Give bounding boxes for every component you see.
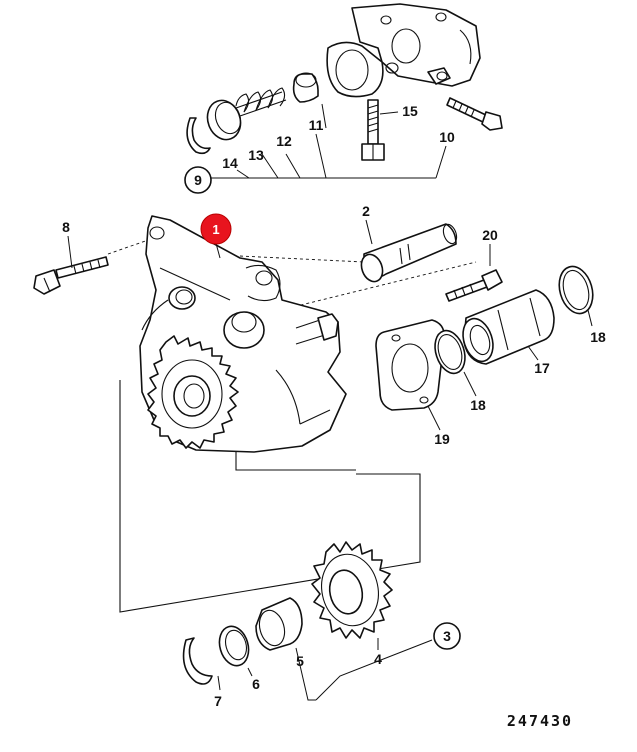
callout-11: 11: [309, 117, 324, 133]
callout-1[interactable]: 1: [212, 222, 219, 237]
callout-4: 4: [374, 651, 382, 667]
callout-13: 13: [248, 147, 264, 163]
callout-3: 3: [443, 628, 451, 644]
callout-19: 19: [434, 431, 450, 447]
gasket-19[interactable]: [375, 319, 446, 411]
highlighted-part-marker[interactable]: [200, 213, 232, 245]
pump-gear[interactable]: [147, 335, 239, 449]
o-ring-18-lower[interactable]: [430, 327, 470, 377]
callout-15: 15: [402, 103, 418, 119]
callout-18-lower: 18: [470, 397, 486, 413]
plunger-11[interactable]: [292, 72, 319, 103]
callout-9: 9: [194, 172, 202, 188]
bolt-20[interactable]: [445, 269, 503, 302]
bolt-8[interactable]: [33, 256, 109, 295]
callout-20: 20: [482, 227, 498, 243]
drawing-reference-number: 247430: [507, 712, 573, 730]
shaft-2[interactable]: [358, 223, 459, 285]
sleeve-17[interactable]: [458, 289, 555, 365]
callout-7: 7: [214, 693, 222, 709]
callout-12: 12: [276, 133, 292, 149]
callout-2: 2: [362, 203, 370, 219]
relief-valve-housing[interactable]: [326, 3, 481, 98]
callout-6: 6: [252, 676, 260, 692]
circlip-7[interactable]: [182, 637, 213, 685]
callout-18-upper: 18: [590, 329, 606, 345]
callout-14: 14: [222, 155, 238, 171]
callout-9-circle: [184, 166, 212, 194]
callout-17: 17: [534, 360, 550, 376]
washer-13[interactable]: [202, 96, 246, 145]
o-ring-18-upper[interactable]: [554, 263, 598, 318]
bolt-10[interactable]: [446, 97, 503, 131]
callout-3-circle: [433, 622, 461, 650]
gear-4[interactable]: [311, 541, 393, 639]
callout-10: 10: [439, 129, 455, 145]
spring-12[interactable]: [235, 87, 287, 117]
bolt-15[interactable]: [361, 99, 385, 161]
washer-6[interactable]: [215, 623, 253, 669]
callout-8: 8: [62, 219, 70, 235]
circlip-14[interactable]: [186, 117, 211, 155]
callout-5: 5: [296, 653, 304, 669]
bush-5[interactable]: [255, 597, 303, 651]
